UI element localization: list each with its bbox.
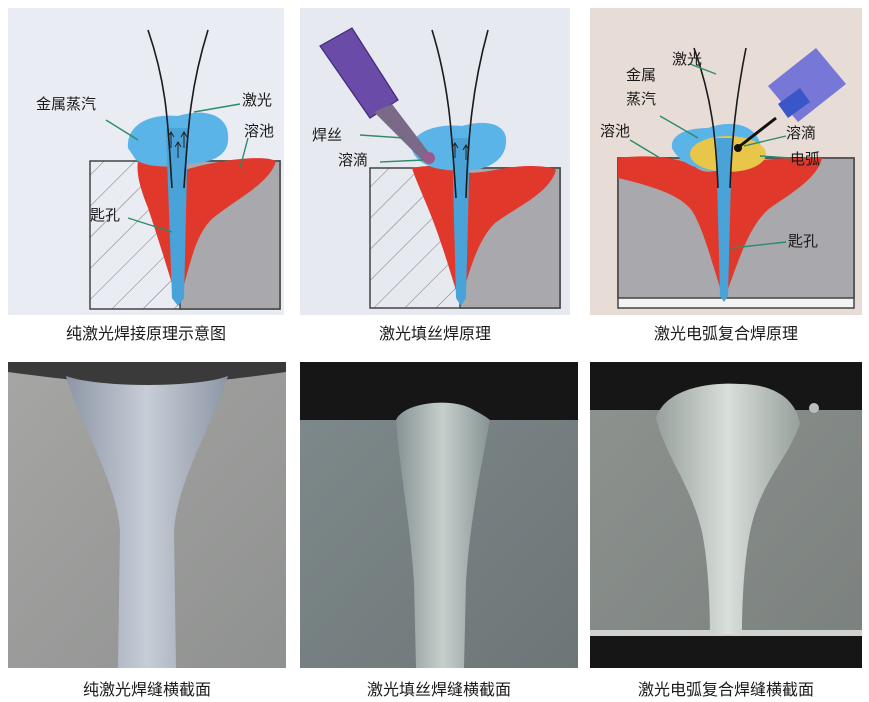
caption-pure-laser: 纯激光焊接原理示意图: [8, 320, 284, 344]
label-metal: 金属: [626, 66, 656, 84]
leader-line-droplet: [380, 160, 424, 162]
caption-cross-section-1: 纯激光焊缝横截面: [8, 676, 286, 700]
filler-wire: [374, 104, 430, 160]
cross-section-pure-laser: [8, 362, 286, 668]
spatter-dot: [809, 403, 819, 413]
leader-line-pool: [630, 140, 660, 158]
laser-arc-hybrid-svg: 激光 金属 蒸汽 溶池 溶滴 电弧 匙孔: [590, 8, 862, 315]
diagram-laser-arc-hybrid: 激光 金属 蒸汽 溶池 溶滴 电弧 匙孔: [590, 8, 862, 315]
droplet-dot: [423, 152, 435, 164]
leader-line-wire: [360, 135, 404, 138]
label-droplet: 溶滴: [338, 151, 368, 169]
laser-wire-svg: 焊丝 溶滴: [300, 8, 570, 315]
label-laser: 激光: [242, 91, 272, 109]
caption-cross-section-3: 激光电弧复合焊缝横截面: [590, 676, 862, 700]
bottom-gap: [590, 634, 862, 668]
leader-line-laser: [194, 104, 240, 112]
caption-laser-arc-hybrid: 激光电弧复合焊原理: [590, 320, 862, 344]
diagram-pure-laser: 金属蒸汽 激光 溶池 匙孔: [8, 8, 284, 315]
caption-cross-section-2: 激光填丝焊缝横截面: [300, 676, 578, 700]
label-filler-wire: 焊丝: [312, 126, 342, 144]
cross-section-2-svg: [300, 362, 578, 668]
label-melt-pool: 溶池: [600, 122, 630, 140]
caption-laser-wire: 激光填丝焊原理: [300, 320, 570, 344]
label-arc: 电弧: [790, 150, 820, 168]
pure-laser-svg: 金属蒸汽 激光 溶池 匙孔: [8, 8, 284, 315]
label-metal-vapor: 金属蒸汽: [36, 95, 96, 113]
label-laser: 激光: [672, 50, 702, 68]
cross-section-3-svg: [590, 362, 862, 668]
cross-section-laser-arc: [590, 362, 862, 668]
label-keyhole: 匙孔: [90, 206, 120, 224]
label-vapor: 蒸汽: [626, 90, 656, 108]
wire-feeder-nozzle-icon: [320, 28, 398, 118]
label-droplet: 溶滴: [786, 124, 816, 142]
label-keyhole: 匙孔: [788, 232, 818, 250]
diagram-laser-wire: 焊丝 溶滴: [300, 8, 570, 315]
cross-section-laser-wire: [300, 362, 578, 668]
arc-torch-icon: [768, 48, 846, 122]
droplet-dot: [734, 144, 742, 152]
label-melt-pool: 溶池: [244, 122, 274, 140]
cross-section-1-svg: [8, 362, 286, 668]
